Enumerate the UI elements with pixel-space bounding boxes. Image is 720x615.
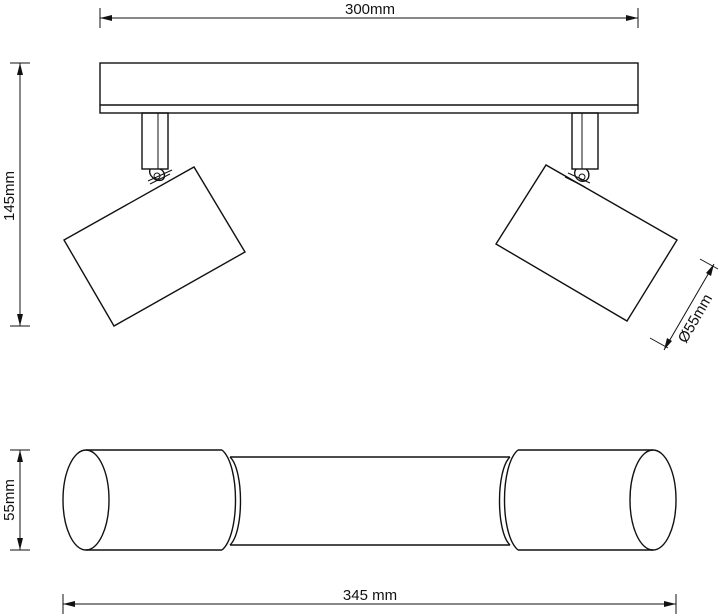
dimension-label-145mm: 145mm	[1, 171, 18, 221]
dimension-label-345mm: 345 mm	[343, 587, 397, 604]
dimension-cylinder-height: 55mm	[1, 449, 30, 551]
right-cylinder	[503, 449, 677, 551]
right-stem	[571, 112, 599, 182]
side-view: 300mm	[1, 1, 719, 351]
dimension-label-55mm: 55mm	[1, 479, 18, 521]
dimension-label-diameter: Ø55mm	[675, 291, 716, 346]
dimension-label-300mm: 300mm	[345, 1, 395, 18]
left-cylinder	[62, 449, 237, 551]
top-view: 55mm 345 mm	[1, 449, 677, 614]
mounting-bar	[99, 62, 639, 114]
left-stem	[141, 112, 169, 182]
dimension-width-bottom: 345 mm	[62, 587, 677, 614]
connecting-bar	[229, 456, 511, 546]
dimension-diameter: Ø55mm	[649, 258, 719, 351]
right-spot-head	[495, 164, 678, 322]
dimension-height: 145mm	[1, 62, 30, 327]
left-spot-head	[63, 166, 246, 327]
dimension-width-top: 300mm	[99, 1, 639, 28]
